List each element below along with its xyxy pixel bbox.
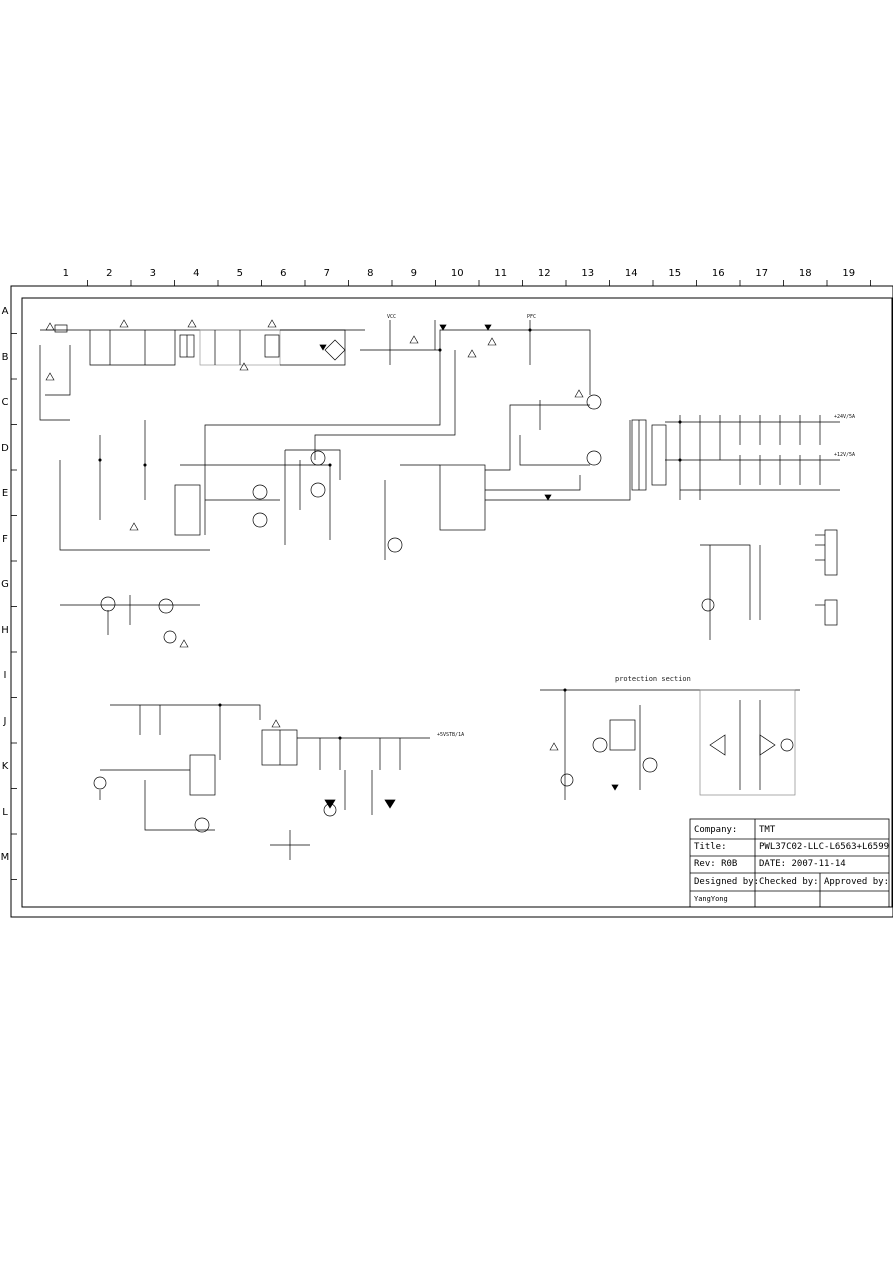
column-number: 5 [236, 268, 243, 279]
column-number: 2 [106, 268, 113, 279]
inner-border [21, 297, 893, 908]
title-block-lines [689, 818, 890, 908]
column-ticks [87, 280, 871, 286]
company-label: Company: [694, 825, 738, 835]
date-label: DATE: 2007-11-14 [759, 859, 846, 869]
row-letter: M [0, 852, 10, 863]
outer-border [10, 285, 893, 918]
column-number: 13 [581, 268, 595, 279]
company-value: TMT [759, 825, 776, 835]
column-number: 19 [842, 268, 856, 279]
column-number: 1 [62, 268, 69, 279]
checked-by-label: Checked by: [759, 877, 819, 887]
row-letter: L [2, 806, 8, 818]
column-number: 8 [367, 268, 374, 279]
row-letter: C [1, 397, 9, 408]
warning-icons [45, 319, 584, 751]
column-number: 15 [668, 268, 682, 279]
net-label-24v: +24V/5A [834, 414, 856, 420]
component-symbols [98, 324, 682, 809]
net-label-5vstb: +5VSTB/1A [437, 732, 465, 738]
column-number: 18 [798, 268, 812, 279]
column-number: 9 [410, 268, 417, 279]
row-letter: A [1, 306, 9, 317]
revision-label: Rev: R0B [694, 859, 738, 869]
column-number: 3 [149, 268, 156, 279]
column-number: 6 [280, 268, 287, 279]
title-label: Title: [694, 842, 727, 852]
row-letter: J [3, 715, 7, 727]
designed-by-label: Designed by: [694, 877, 760, 887]
row-letter: D [1, 442, 9, 454]
row-ticks [11, 333, 17, 880]
circuit-lines [39, 320, 840, 860]
row-letter: K [1, 761, 9, 772]
row-letter: I [3, 670, 7, 681]
column-number: 17 [755, 268, 769, 279]
column-number: 12 [537, 268, 551, 279]
row-letter: H [1, 624, 9, 636]
row-letter: G [1, 579, 9, 590]
approved-by-label: Approved by: [824, 877, 890, 887]
designer-name: YangYong [694, 895, 728, 903]
title-value: PWL37C02-LLC-L6563+L6599 [759, 842, 890, 852]
row-letter: E [1, 488, 9, 499]
column-number: 10 [450, 268, 464, 279]
protection-section-label: protection section [615, 675, 691, 683]
net-label-pfc: PFC [527, 314, 537, 320]
net-label-vcc: VCC [387, 314, 397, 320]
column-number: 4 [193, 268, 200, 279]
row-letter: B [1, 351, 9, 363]
row-letter: F [2, 533, 8, 545]
net-label-12v: +12V/5A [834, 452, 856, 458]
column-number: 7 [323, 268, 330, 279]
column-number: 16 [711, 268, 725, 279]
column-number: 14 [624, 268, 638, 279]
column-number: 11 [494, 268, 508, 279]
